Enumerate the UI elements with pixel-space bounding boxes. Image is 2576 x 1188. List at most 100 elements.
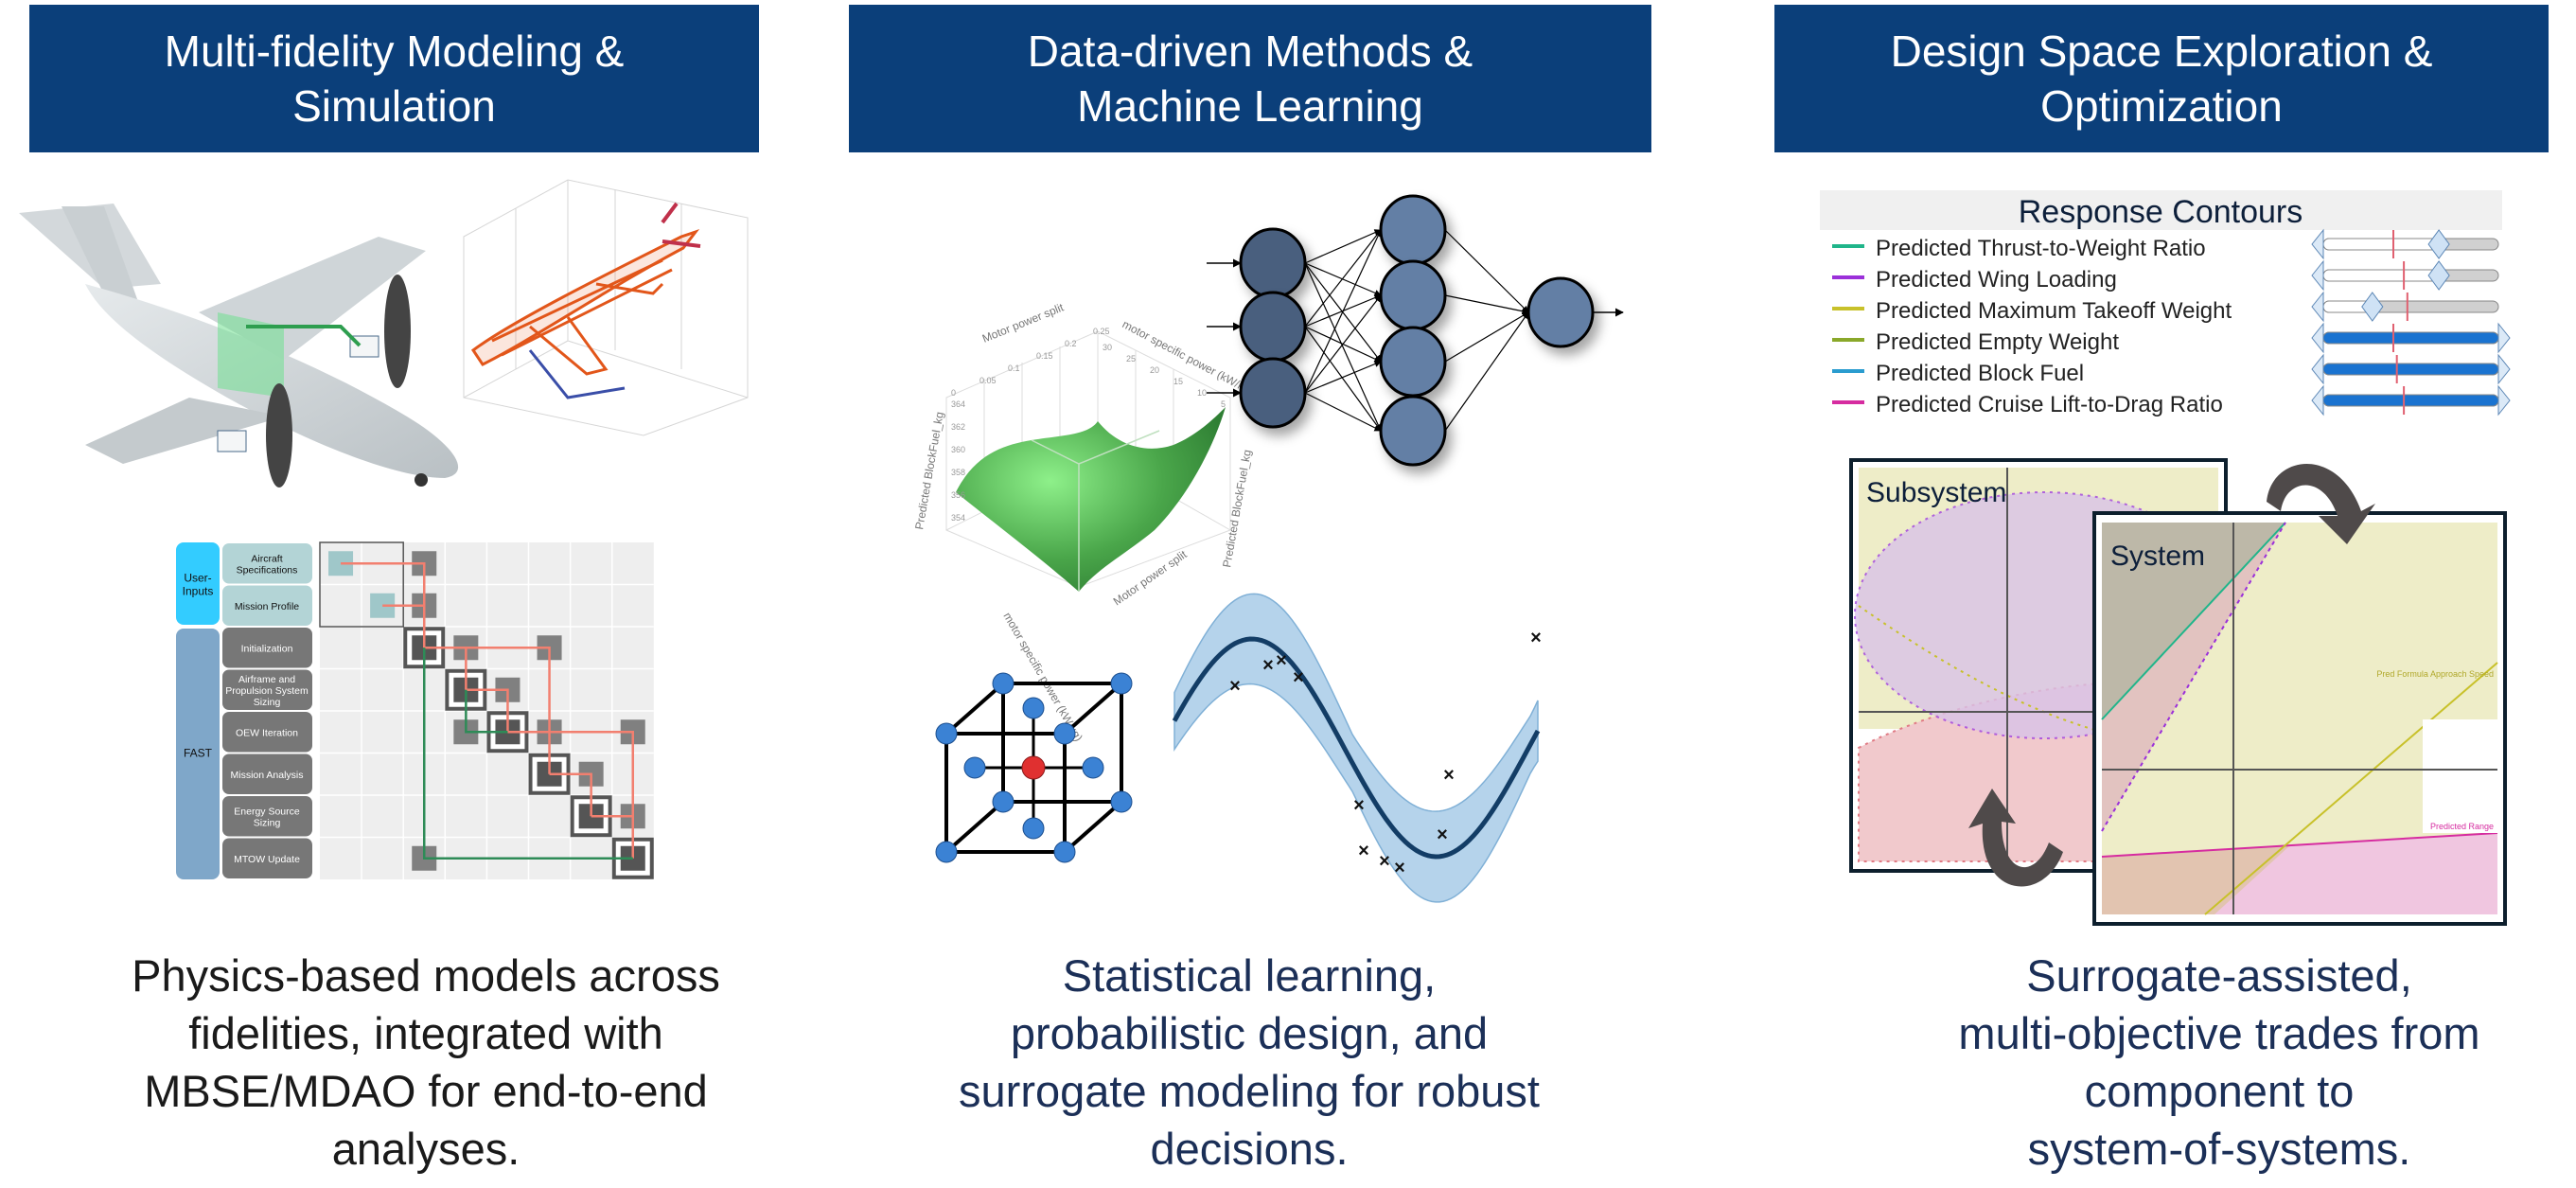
y-tick-label: 15 [1173,377,1183,386]
z-tick-label: 356 [951,490,965,500]
observation-marker: × [1437,825,1448,845]
design-point [1053,841,1076,863]
observation-marker: × [1262,655,1274,676]
caption-line: Statistical learning, [1062,950,1437,1001]
z-tick-label: 364 [951,399,965,409]
caption-line: analyses. [331,1124,520,1174]
slider-handle-left [2311,259,2324,292]
curved-arrow-up-icon [1968,789,2063,887]
slider-handle-right [2497,384,2511,417]
caption-line: multi-objective trades from [1958,1008,2480,1058]
caption-line: probabilistic design, and [1010,1008,1489,1058]
doe-points [935,672,1133,863]
observation-marker: × [1394,858,1405,878]
input-neuron [1239,227,1307,299]
z-axis-label-right: Predicted BlockFuel_kg [1220,449,1254,569]
x-tick-label: 0.1 [1008,363,1020,373]
design-point [935,722,958,745]
slider-handle-left [2311,291,2324,323]
header-line: Multi-fidelity Modeling & [164,27,625,76]
design-point [935,841,958,863]
observation-marker: × [1358,841,1369,861]
power-line [246,325,362,347]
header-line: Optimization [2040,81,2283,131]
hidden-neuron [1379,194,1447,266]
input-neuron [1239,291,1307,363]
feed-forward-line [466,688,509,733]
design-point [992,672,1015,695]
slider-handle-left [2311,322,2324,354]
x-axis-label: Motor power split [980,300,1067,345]
design-point [1082,756,1104,779]
propeller-left [266,383,292,488]
connection-arrow [1304,392,1382,432]
x-tick-label: 0.05 [979,376,997,385]
observation-marker: × [1229,676,1241,697]
feedback-line [423,647,633,860]
vertical-tail [62,206,142,314]
design-point [1022,817,1045,840]
caption-design-space-exploration: Surrogate-assisted, multi-objective trad… [1812,947,2576,1178]
header-design-space-exploration: Design Space Exploration &Optimization [1774,5,2549,152]
dsm-row-label [222,585,312,626]
dsm-row-label [222,796,312,837]
feedback-line [465,689,508,734]
caption-line: MBSE/MDAO for end-to-end [144,1066,708,1116]
connection-arrow [1304,229,1382,394]
dsm-row-label [222,669,312,710]
caption-line: fidelities, integrated with [188,1008,663,1058]
dsm-row-label [222,628,312,668]
dsm-row-label [222,543,312,584]
x-tick-label: 0 [951,388,956,398]
motor-icon [217,430,247,452]
z-axis-label: Predicted BlockFuel_kg [912,411,946,531]
observation-marker: × [1530,628,1542,648]
dsm-row-text: MTOW Update [234,854,300,865]
dsm-row-label [222,712,312,753]
y-axis-label: motor specific power (kW/kg) [1120,317,1256,398]
header-modeling-simulation: Multi-fidelity Modeling &Simulation [29,5,759,152]
caption-line: decisions. [1150,1124,1349,1174]
caption-line: system-of-systems. [2027,1124,2411,1174]
dsm-row-label [222,754,312,794]
dsm-row-text: Propulsion System [225,685,309,697]
slider-handle-right [2497,353,2511,385]
y-tick-label: 5 [1221,399,1226,409]
slider-fill [2322,363,2499,376]
connection-arrow [1444,311,1529,432]
legend-label: Predicted Thrust-to-Weight Ratio [1876,236,2206,261]
user-inputs-box [319,541,404,628]
connection-arrow [1444,229,1529,313]
design-point [963,756,986,779]
aircraft-illustration [19,204,459,488]
mean-prediction-line [1172,636,1541,860]
confidence-band [1173,593,1539,903]
y-tick-label: 30 [1103,343,1112,352]
dsm-diagram: User-InputsFASTAircraftSpecificationsMis… [176,541,654,879]
dsm-row-label [222,838,312,878]
group-user-inputs [176,542,220,625]
connection-arrow [1304,262,1382,296]
caption-machine-learning: Statistical learning, probabilistic desi… [842,947,1656,1178]
slider-handle [2427,260,2450,291]
propeller-right [384,275,411,388]
hidden-neuron [1379,259,1447,331]
wireframe-aircraft-plot [463,179,749,436]
feed-forward-line [549,772,592,817]
slider-handle [2361,292,2384,322]
z-tick-label: 362 [951,422,965,432]
dsm-row-text: Sizing [254,817,281,828]
dsm-row-text: Specifications [237,564,298,576]
slider-handle-left [2311,228,2324,260]
input-neuron [1239,357,1307,429]
connection-arrow [1444,294,1529,315]
caption-line: Surrogate-assisted, [2026,950,2412,1001]
left-wing [85,398,284,464]
slider-handle-right [2497,322,2511,354]
caption-line: Physics-based models across [132,950,720,1001]
connection-arrow [1304,294,1382,394]
hidden-neuron [1379,326,1447,398]
design-point [1022,697,1045,719]
connection-arrow [1304,229,1382,328]
